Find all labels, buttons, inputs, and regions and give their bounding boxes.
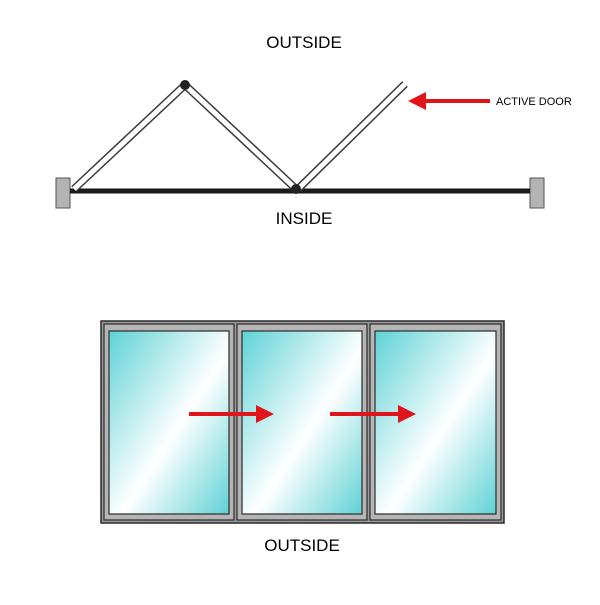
glass-pane-1 <box>108 330 230 515</box>
hinge-bottom <box>291 184 301 194</box>
folded-panel-1-core <box>72 83 187 191</box>
active-door-arrow-head <box>408 92 426 110</box>
hinge-top <box>180 80 190 90</box>
active-door-label: ACTIVE DOOR <box>496 96 572 108</box>
active-door-panel-core <box>296 82 407 191</box>
door-panel-3 <box>369 323 502 521</box>
fold-direction-arrow-1 <box>189 405 274 423</box>
fold-direction-arrow-2 <box>330 405 416 423</box>
top-outside-label: OUTSIDE <box>266 33 342 52</box>
left-jamb <box>55 177 71 209</box>
glass-pane-3 <box>374 330 497 515</box>
right-jamb <box>529 177 545 209</box>
top-inside-label: INSIDE <box>276 209 333 228</box>
glass-pane-2 <box>241 330 363 515</box>
bottom-outside-label: OUTSIDE <box>264 536 340 555</box>
folded-panel-2-core <box>183 83 298 191</box>
door-panel-1 <box>103 323 235 521</box>
door-panel-2 <box>236 323 368 521</box>
